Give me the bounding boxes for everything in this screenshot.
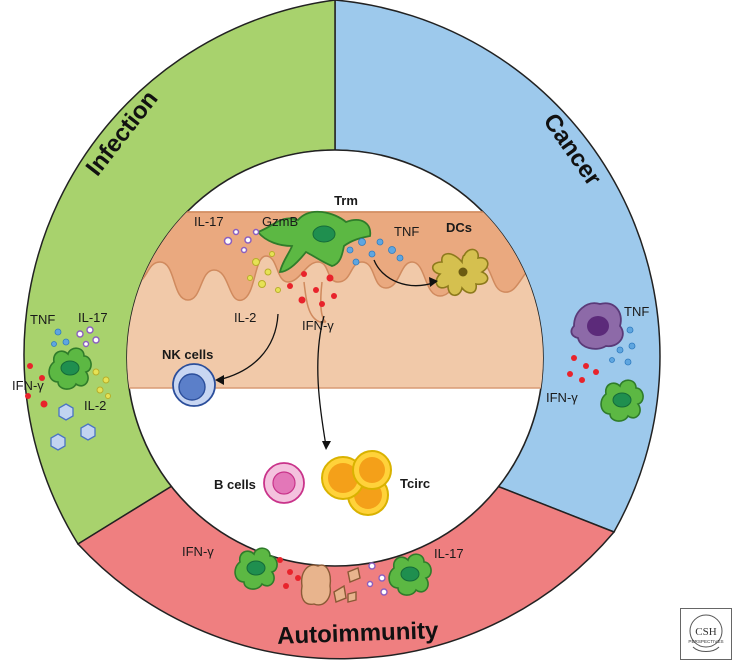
autoimmunity-il17-dots: [366, 562, 388, 596]
infection-ifng-dots: [25, 363, 48, 408]
label-tnf-tissue: TNF: [394, 224, 419, 239]
infection-il17-dots: [76, 326, 100, 348]
autoimmunity-ifng-dots: [277, 557, 301, 589]
csh-perspectives-logo: CSH PERSPECTIVES: [680, 608, 732, 660]
label-il2-tissue: IL-2: [234, 310, 256, 325]
label-il2-infection: IL-2: [84, 398, 106, 413]
tumor-cell-icon: [570, 302, 624, 350]
virus-icons: [50, 403, 96, 451]
label-ifng-cancer: IFN-γ: [546, 390, 578, 405]
label-b-cells: B cells: [214, 477, 256, 492]
label-trm: Trm: [334, 193, 358, 208]
label-tcirc: Tcirc: [400, 476, 430, 491]
dendritic-cell-icon: [431, 248, 489, 297]
label-tnf-infection: TNF: [30, 312, 55, 327]
b-cell-icon: [263, 462, 305, 504]
tcirc-cells-icon: [321, 450, 392, 516]
infection-il2-dots: [92, 368, 111, 399]
label-ifng-tissue: IFN-γ: [302, 318, 334, 333]
label-il17-autoimmunity: IL-17: [434, 546, 464, 561]
logo-text: CSH: [695, 626, 716, 638]
label-dcs: DCs: [446, 220, 472, 235]
label-il17-tissue: IL-17: [194, 214, 224, 229]
damaged-tissue-icon: [300, 564, 361, 606]
tissue-il17-dots: [223, 228, 260, 254]
label-tnf-cancer: TNF: [624, 304, 649, 319]
label-ifng-infection: IFN-γ: [12, 378, 44, 393]
tissue-tnf-dots: [346, 238, 404, 266]
label-il17-infection: IL-17: [78, 310, 108, 325]
label-ifng-autoimmunity: IFN-γ: [182, 544, 214, 559]
logo-subtext: PERSPECTIVES: [688, 639, 723, 644]
label-nk-cells: NK cells: [162, 347, 213, 362]
tissue-ifng-dots: [287, 271, 337, 307]
infection-tnf-dots: [51, 328, 70, 347]
autoimmunity-title: Autoimmunity: [277, 617, 440, 650]
tissue-il2-dots: [247, 251, 281, 293]
cancer-tnf-dots: [609, 326, 636, 366]
trm-cell-icon: [256, 210, 372, 273]
tissue-arrows: [217, 259, 437, 447]
arrow-heads: [215, 277, 438, 450]
nk-cell-icon: [172, 363, 216, 407]
label-gzmb: GzmB: [262, 214, 298, 229]
cancer-ifng-dots: [567, 355, 599, 383]
